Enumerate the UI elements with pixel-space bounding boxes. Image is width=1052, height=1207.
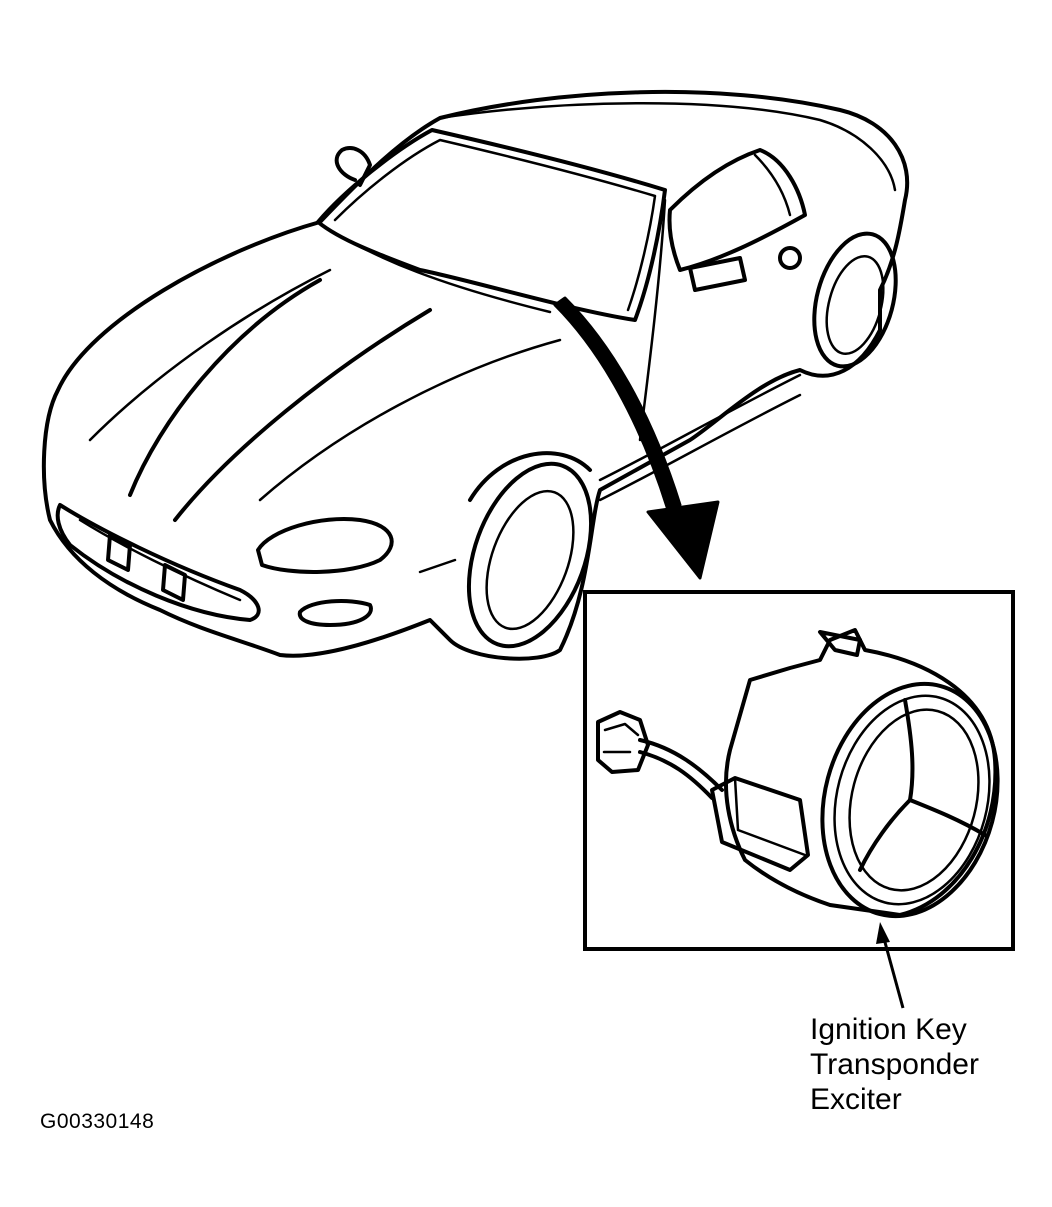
- figure-id: G00330148: [40, 1110, 155, 1133]
- car-rear-quarter-window: [753, 153, 792, 217]
- callout-label-line-2: Transponder: [810, 1048, 979, 1081]
- car-headlight: [256, 517, 394, 574]
- car-grille-inner: [78, 518, 242, 602]
- exciter-spoke-2: [908, 798, 987, 837]
- callout-label: Ignition Key Transponder Exciter: [810, 1012, 979, 1117]
- location-arrow-shaft: [553, 296, 682, 512]
- car-side-sill-lower: [598, 393, 802, 502]
- location-arrow-head: [646, 500, 720, 580]
- car-illustration: [41, 89, 910, 661]
- callout-leader-arrowhead: [876, 922, 890, 944]
- exciter-spoke-1: [903, 698, 915, 802]
- location-arrow: [553, 296, 720, 580]
- exciter-connector-block-detail: [733, 776, 807, 857]
- car-hood-crease-3: [258, 338, 562, 502]
- exciter-ring-mid: [833, 694, 991, 906]
- car-door-handle: [688, 256, 747, 292]
- callout-leader-line: [881, 934, 905, 1009]
- car-fog-light: [297, 599, 373, 627]
- car-side-window: [667, 148, 807, 272]
- car-front-wheel-arch: [468, 451, 592, 502]
- car-hood-crease-2: [173, 308, 432, 522]
- car-windshield: [316, 128, 667, 322]
- callout-label-line-3: Exciter: [810, 1083, 902, 1116]
- wire-harness-2: [638, 738, 724, 792]
- car-fuel-cap: [778, 246, 802, 270]
- car-wiper-cowl: [328, 228, 552, 314]
- exciter-ring-inner: [848, 708, 980, 892]
- wire-harness: [638, 750, 714, 800]
- callout-label-line-1: Ignition Key: [810, 1013, 967, 1046]
- car-door-line: [638, 198, 667, 442]
- car-windshield-inner: [333, 138, 657, 312]
- car-front-wheel-rim: [485, 489, 575, 631]
- exciter-spoke-3: [858, 798, 912, 872]
- car-side-marker: [418, 558, 457, 574]
- car-hood-front-edge: [88, 268, 332, 442]
- car-license-plate: [106, 533, 187, 602]
- connector-plug: [596, 710, 650, 774]
- detail-inset-frame: [583, 590, 1015, 951]
- car-rear-wheel-rim: [825, 254, 885, 356]
- car-front-wheel: [466, 461, 594, 649]
- car-hood-crease-1: [128, 278, 322, 497]
- car-roof-line: [438, 102, 897, 192]
- car-rear-wheel: [812, 231, 898, 369]
- transponder-exciter-part: [596, 628, 1000, 919]
- car-side-sill: [598, 373, 802, 482]
- exciter-housing: [723, 628, 998, 917]
- car-grille: [55, 503, 261, 622]
- car-side-mirror: [334, 146, 372, 187]
- housing-tab: [818, 630, 862, 657]
- exciter-ring-outer: [820, 681, 1000, 919]
- callout-leader: [876, 922, 905, 1009]
- car-body-outline: [41, 89, 910, 661]
- connector-plug-detail: [602, 722, 640, 754]
